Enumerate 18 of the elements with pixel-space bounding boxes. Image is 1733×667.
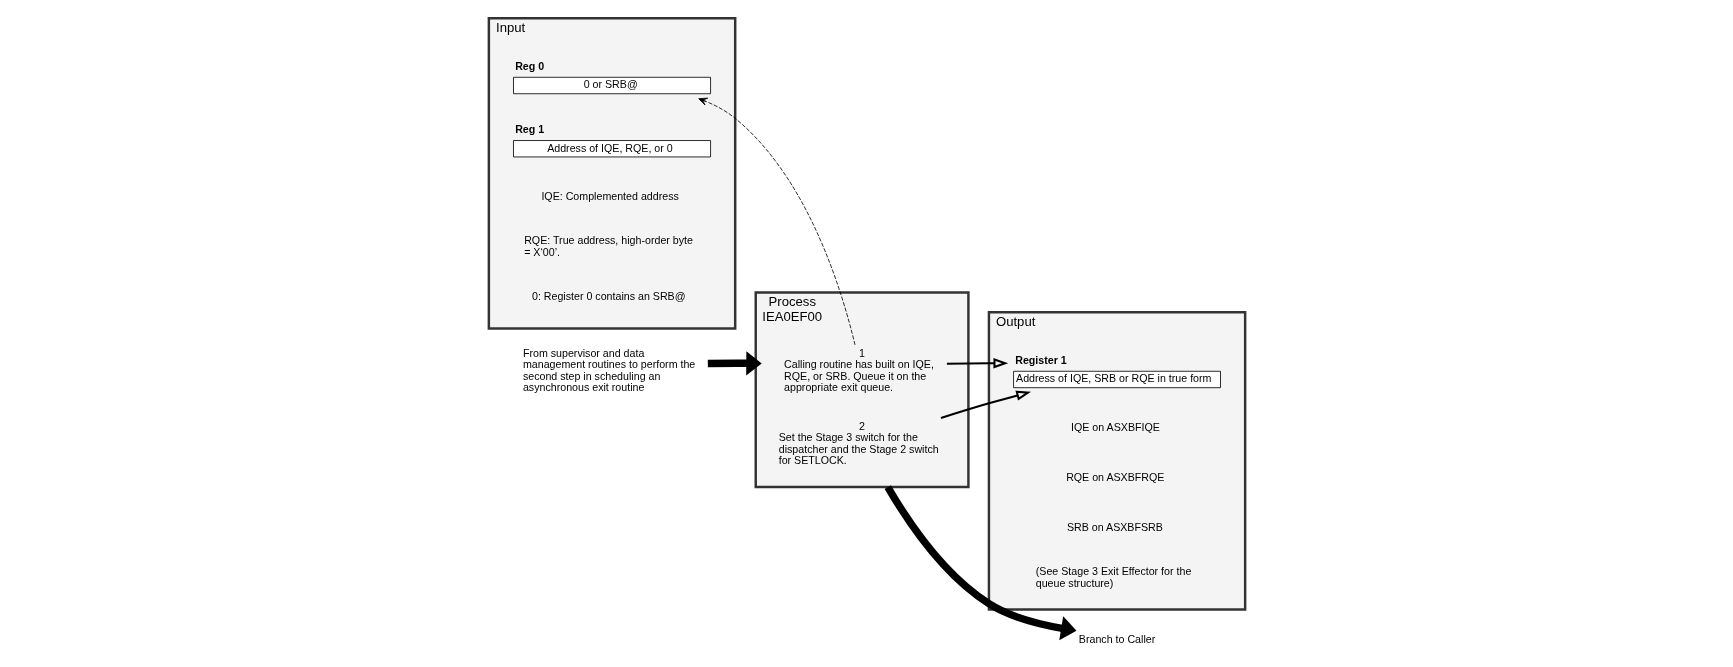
node-label: Reg 0 bbox=[514, 60, 544, 73]
arrow bbox=[884, 485, 1076, 641]
node-text: From supervisor and data management routines to perform the second step in scheduling an asynchronous exit routine bbox=[522, 346, 695, 394]
node-label: Reg 1 bbox=[514, 123, 544, 136]
label: SRB on ASXBFSRB bbox=[1066, 520, 1163, 533]
arrow bbox=[940, 390, 1031, 419]
arrow bbox=[946, 358, 1008, 369]
arrow bbox=[697, 97, 855, 346]
node-text: Branch to Caller bbox=[1078, 633, 1155, 646]
label: RQE on ASXBFRQE bbox=[1065, 470, 1164, 483]
label: IQE on ASXBFIQE bbox=[1070, 420, 1160, 433]
label: (See Stage 3 Exit Effector for the queue structure) bbox=[1035, 565, 1191, 589]
label: 0: Register 0 contains an SRB@ bbox=[531, 290, 686, 303]
node-text: 2 Set the Stage 3 switch for the dispatcher and the Stage 2 switch for SETLOCK. bbox=[778, 419, 939, 467]
label: IQE: Complemented address bbox=[540, 189, 679, 202]
node-text: 1 Calling routine has built on IQE, RQE, or SRB. Queue it on the appropriate exit queue. bbox=[783, 346, 934, 394]
label: RQE: True address, high-order byte = X‘00’. bbox=[523, 234, 693, 258]
node-label: Register 1 bbox=[1014, 354, 1067, 367]
